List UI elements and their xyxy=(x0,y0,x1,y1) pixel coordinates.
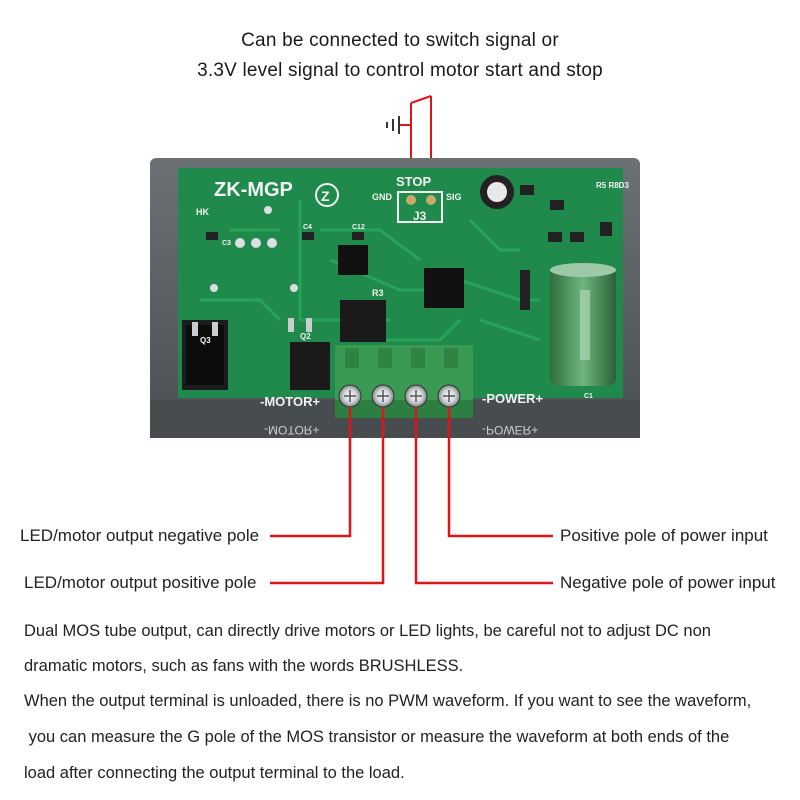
q3-label: Q3 xyxy=(200,336,211,345)
hk-label: HK xyxy=(196,207,209,217)
sig-label: SIG xyxy=(446,192,462,202)
description-line-4: you can measure the G pole of the MOS tr… xyxy=(24,728,730,746)
c4-label: C4 xyxy=(303,224,312,231)
switch-signal-note-line1: Can be connected to switch signal or xyxy=(241,30,559,51)
callout-lines xyxy=(270,407,553,585)
c3-label: C3 xyxy=(222,240,231,247)
svg-text:-POWER+: -POWER+ xyxy=(482,423,538,437)
j3-label: J3 xyxy=(413,209,427,223)
r8-label: R5 R8D3 xyxy=(596,181,629,190)
label-power-negative: Negative pole of power input xyxy=(560,573,776,592)
gnd-label: GND xyxy=(372,192,393,202)
label-motor-negative: LED/motor output negative pole xyxy=(20,526,260,545)
terminal-block xyxy=(335,345,473,418)
c12-label: C12 xyxy=(352,224,365,231)
ground-icon xyxy=(386,116,400,134)
callout-line-motor-negative xyxy=(270,407,352,538)
q2-label: Q2 xyxy=(300,332,311,341)
callout-line-power-negative xyxy=(414,407,553,585)
electrolytic-capacitor xyxy=(550,263,616,386)
description-line-2: dramatic motors, such as fans with the w… xyxy=(24,657,464,675)
description-line-5: load after connecting the output termina… xyxy=(24,764,405,782)
motor-silk-label: -MOTOR+ xyxy=(260,394,320,409)
description-line-3: When the output terminal is unloaded, th… xyxy=(24,692,752,710)
stop-label: STOP xyxy=(396,174,431,189)
logo-icon xyxy=(315,183,339,207)
r3-label: R3 xyxy=(372,288,384,298)
switch-signal-note-line2: 3.3V level signal to control motor start… xyxy=(197,60,603,81)
callout-line-motor-positive xyxy=(270,407,385,585)
callout-line-power-positive xyxy=(447,407,553,538)
c1-label: C1 xyxy=(584,393,593,400)
terminal-screws xyxy=(338,384,461,408)
label-power-positive: Positive pole of power input xyxy=(560,526,768,545)
description-line-1: Dual MOS tube output, can directly drive… xyxy=(24,622,711,640)
svg-text:Z: Z xyxy=(321,188,330,204)
label-motor-positive: LED/motor output positive pole xyxy=(24,573,257,592)
power-silk-label: -POWER+ xyxy=(482,391,543,406)
svg-text:-MOTOR+: -MOTOR+ xyxy=(264,423,319,437)
model-label: ZK-MGP xyxy=(214,179,293,201)
